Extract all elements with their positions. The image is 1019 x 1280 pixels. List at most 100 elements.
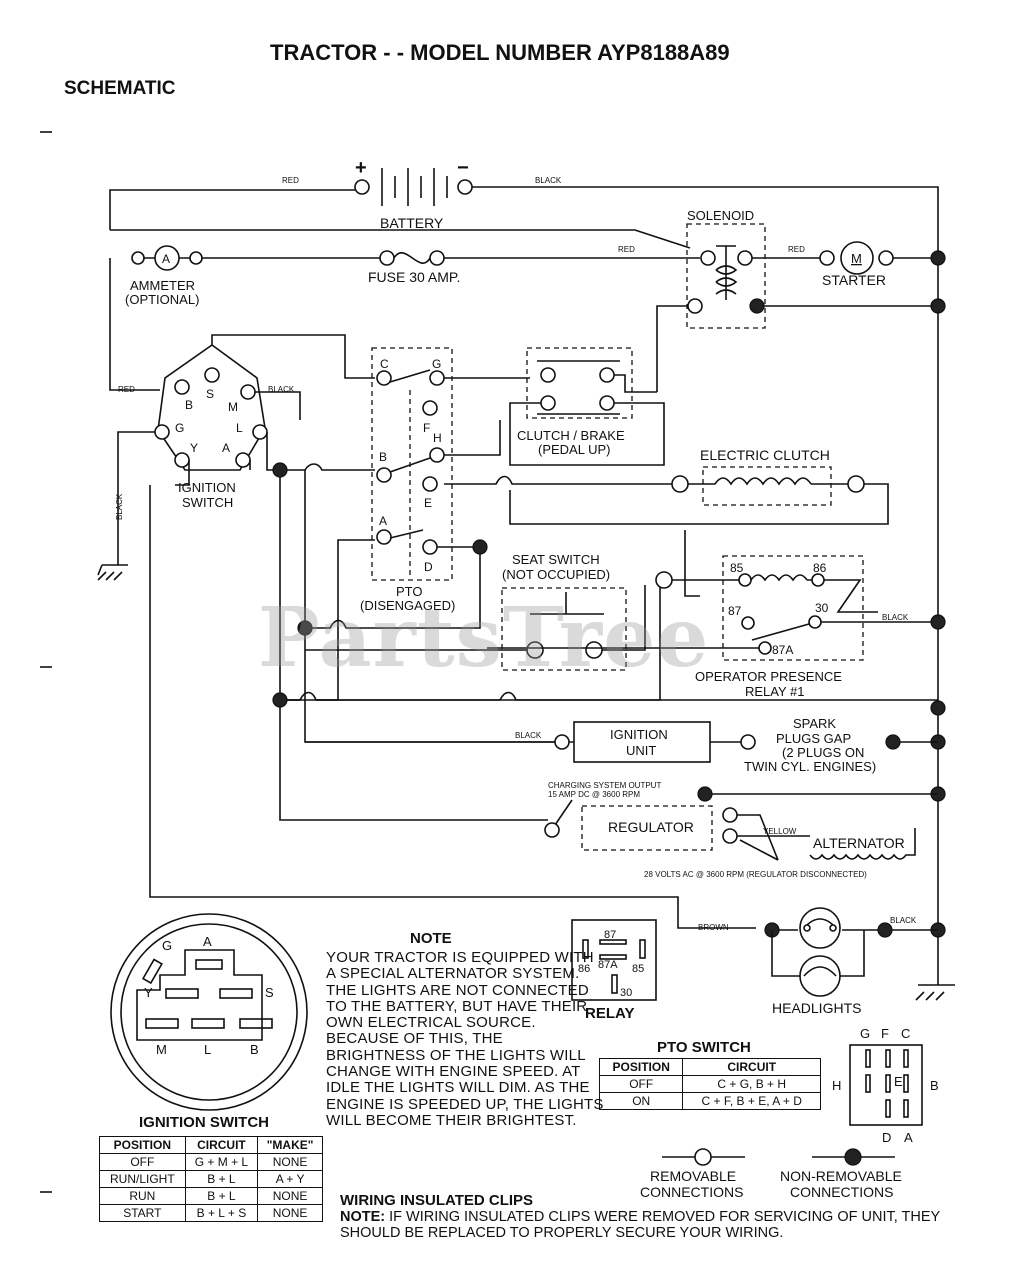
svg-text:A: A [379, 514, 387, 528]
relay-diagram-title: RELAY [585, 1005, 634, 1022]
watermark: PartsTree [258, 590, 710, 686]
svg-text:87: 87 [604, 929, 616, 941]
svg-text:M: M [156, 1042, 167, 1057]
table-row: START B + L + S NONE [99, 1204, 323, 1222]
operator-presence-relay: 85 86 87 30 87A BLACK OPERATOR PRESENCE … [287, 530, 946, 716]
svg-text:B: B [379, 450, 387, 464]
svg-text:30: 30 [815, 601, 829, 615]
svg-text:SOLENOID: SOLENOID [687, 208, 754, 223]
note-text: YOUR TRACTOR IS EQUIPPED WITH A SPECIAL … [326, 949, 604, 1129]
pto-switch-table: POSITION CIRCUIT OFF C + G, B + H ON C +… [598, 1058, 821, 1110]
svg-text:IGNITION: IGNITION [178, 480, 236, 495]
ammeter: A AMMETER (OPTIONAL) [109, 245, 380, 391]
svg-text:CHARGING SYSTEM OUTPUT: CHARGING SYSTEM OUTPUT [548, 781, 661, 790]
table-header: POSITION [598, 1058, 684, 1076]
svg-text:STARTER: STARTER [822, 272, 886, 288]
section-title: SCHEMATIC [64, 78, 176, 99]
svg-text:AMMETER: AMMETER [130, 278, 195, 293]
svg-text:REGULATOR: REGULATOR [608, 819, 694, 835]
table-header: "MAKE" [257, 1136, 323, 1154]
svg-text:D: D [882, 1130, 891, 1145]
table-header: CIRCUIT [682, 1058, 821, 1076]
svg-text:(NOT OCCUPIED): (NOT OCCUPIED) [502, 567, 610, 582]
battery-minus-sign: − [457, 157, 469, 179]
svg-text:(2 PLUGS ON: (2 PLUGS ON [782, 745, 864, 760]
svg-text:86: 86 [813, 561, 827, 575]
fuse: FUSE 30 AMP. RED [368, 245, 700, 285]
table-row: OFF C + G, B + H [598, 1075, 821, 1093]
svg-text:FUSE 30 AMP.: FUSE 30 AMP. [368, 269, 460, 285]
svg-text:B: B [250, 1042, 259, 1057]
svg-text:E: E [894, 1074, 903, 1089]
svg-text:H: H [832, 1078, 841, 1093]
svg-text:PLUGS GAP: PLUGS GAP [776, 731, 851, 746]
svg-text:F: F [881, 1026, 889, 1041]
svg-text:L: L [236, 421, 243, 435]
svg-text:E: E [424, 496, 432, 510]
svg-text:(OPTIONAL): (OPTIONAL) [125, 292, 199, 307]
svg-text:G: G [175, 421, 184, 435]
svg-text:CONNECTIONS: CONNECTIONS [640, 1184, 743, 1200]
svg-text:A: A [904, 1130, 913, 1145]
svg-text:B: B [185, 398, 193, 412]
ignition-switch-table: POSITION CIRCUIT "MAKE" OFF G + M + L NO… [99, 1136, 323, 1222]
svg-text:B: B [930, 1078, 939, 1093]
svg-text:ALTERNATOR: ALTERNATOR [813, 835, 905, 851]
svg-text:IGNITION: IGNITION [610, 727, 668, 742]
margin-marks [40, 131, 52, 1193]
clips-note-label: NOTE: [340, 1209, 386, 1225]
svg-text:87: 87 [728, 604, 742, 618]
pto-switch: C G F H B E A D PTO (DISENGAGED) [360, 347, 678, 613]
ignition-switch-face: G A Y S M L B IGNITION SWITCH [110, 913, 308, 1131]
table-row: ON C + F, B + E, A + D [598, 1092, 821, 1110]
svg-text:UNIT: UNIT [626, 743, 656, 758]
svg-text:D: D [424, 560, 433, 574]
svg-text:Y: Y [144, 985, 153, 1000]
svg-text:(PEDAL UP): (PEDAL UP) [538, 442, 610, 457]
svg-text:SEAT SWITCH: SEAT SWITCH [512, 552, 600, 567]
note-title: NOTE [410, 930, 452, 947]
clips-note-text: IF WIRING INSULATED CLIPS WERE REMOVED F… [340, 1209, 940, 1241]
clutch-brake-switch: CLUTCH / BRAKE (PEDAL UP) [509, 347, 665, 466]
svg-text:28 VOLTS AC @ 3600 RPM (REGULA: 28 VOLTS AC @ 3600 RPM (REGULATOR DISCON… [644, 870, 867, 879]
svg-text:BLACK: BLACK [515, 731, 542, 740]
headlights: BROWN BLACK HEADLIGHTS [698, 907, 955, 1016]
svg-text:G: G [162, 938, 172, 953]
svg-text:M: M [228, 400, 238, 414]
svg-text:YELLOW: YELLOW [763, 827, 797, 836]
battery: + − BATTERY RED BLACK [109, 157, 939, 955]
wire-red-top: RED [282, 176, 299, 185]
pto-terminal-diagram: G F C H E B D A [832, 1026, 939, 1145]
svg-text:BLACK: BLACK [115, 493, 124, 520]
svg-text:RED: RED [618, 245, 635, 254]
svg-text:HEADLIGHTS: HEADLIGHTS [772, 1000, 861, 1016]
electric-clutch: ELECTRIC CLUTCH [509, 447, 889, 525]
svg-text:ELECTRIC CLUTCH: ELECTRIC CLUTCH [700, 447, 830, 463]
svg-text:85: 85 [632, 963, 644, 975]
regulator-alternator: CHARGING SYSTEM OUTPUT 15 AMP DC @ 3600 … [149, 485, 946, 929]
svg-text:REMOVABLE: REMOVABLE [650, 1168, 736, 1184]
battery-plus-sign: + [355, 157, 367, 179]
ignition-diagram-title: IGNITION SWITCH [139, 1114, 269, 1131]
svg-text:CLUTCH / BRAKE: CLUTCH / BRAKE [517, 428, 625, 443]
seat-switch: SEAT SWITCH (NOT OCCUPIED) [305, 552, 745, 671]
ignition-unit: IGNITION UNIT BLACK SPARK PLUGS GAP (2 P… [305, 716, 946, 774]
svg-text:SPARK: SPARK [793, 716, 836, 731]
svg-text:BLACK: BLACK [268, 385, 295, 394]
clips-note: NOTE: IF WIRING INSULATED CLIPS WERE REM… [340, 1209, 950, 1241]
pto-switch-title: PTO SWITCH [657, 1039, 751, 1056]
table-header: CIRCUIT [184, 1136, 259, 1154]
connection-legend: REMOVABLE CONNECTIONS NON-REMOVABLE CONN… [640, 1148, 902, 1200]
starter-motor: M STARTER [819, 241, 946, 314]
clips-title: WIRING INSULATED CLIPS [340, 1192, 534, 1209]
svg-text:C: C [901, 1026, 910, 1041]
svg-text:85: 85 [730, 561, 744, 575]
svg-text:BLACK: BLACK [882, 613, 909, 622]
svg-text:30: 30 [620, 987, 632, 999]
svg-text:G: G [860, 1026, 870, 1041]
svg-text:A: A [162, 252, 170, 266]
svg-text:G: G [432, 357, 441, 371]
svg-text:S: S [206, 387, 214, 401]
svg-text:PTO: PTO [396, 584, 423, 599]
